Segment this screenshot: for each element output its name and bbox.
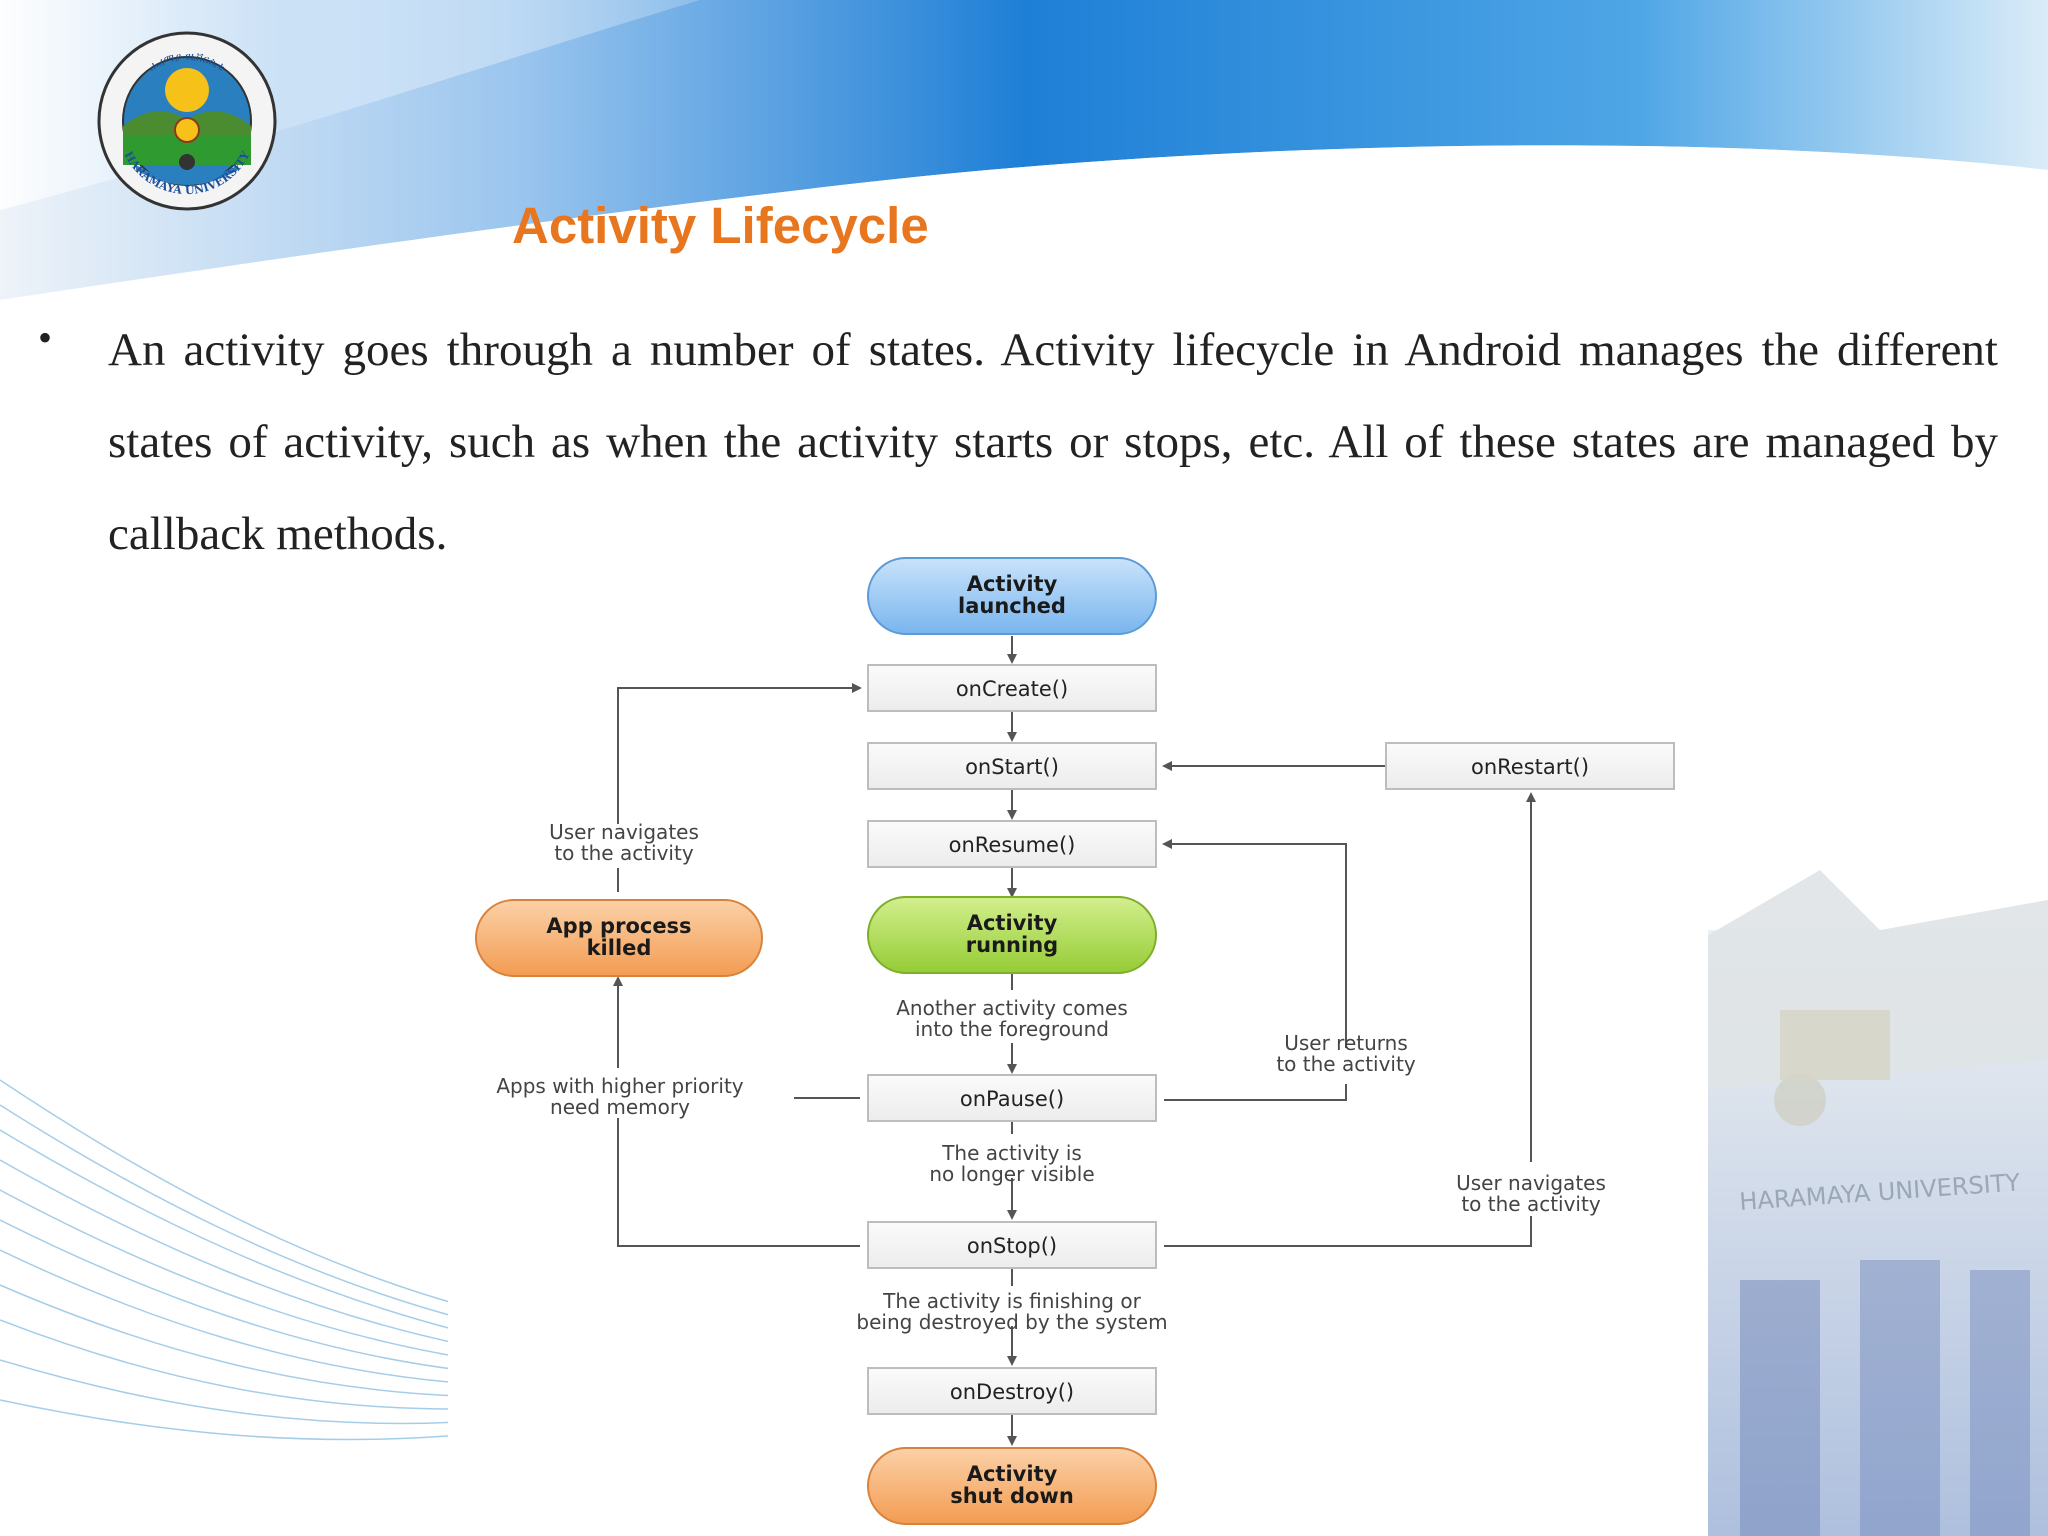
label-finishing: The activity is finishing or being destr… — [856, 1289, 1167, 1334]
label-another-activity: Another activity comes into the foregrou… — [896, 996, 1128, 1041]
bullet-marker: • — [38, 315, 53, 360]
method-label: onDestroy() — [950, 1380, 1074, 1404]
university-logo-icon: ሐረማያ ዩኒቨርሲቲ HARAMAYA UNIVERSITY — [97, 31, 277, 211]
pill-activity-running: Activity running — [867, 896, 1157, 974]
pill-activity-launched: Activity launched — [867, 557, 1157, 635]
label-no-longer-visible: The activity is no longer visible — [929, 1141, 1094, 1186]
box-oncreate: onCreate() — [867, 664, 1157, 712]
edge-label-line: being destroyed by the system — [856, 1310, 1167, 1334]
edge-label-line: no longer visible — [929, 1162, 1094, 1186]
method-label: onCreate() — [956, 677, 1068, 701]
pill-line: Activity — [967, 1462, 1058, 1486]
pill-line: Activity — [967, 572, 1058, 596]
edge-label-line: to the activity — [1461, 1192, 1601, 1216]
diagram-arrows — [613, 636, 1536, 1446]
method-label: onResume() — [949, 833, 1076, 857]
method-label: onPause() — [960, 1087, 1064, 1111]
slide-title: Activity Lifecycle — [512, 197, 929, 254]
lifecycle-diagram: Activity launched Activity running App p… — [448, 540, 1708, 1536]
box-onpause: onPause() — [867, 1074, 1157, 1122]
edge-label-line: need memory — [550, 1095, 690, 1119]
edge-label-line: User navigates — [549, 820, 699, 844]
pill-line: shut down — [950, 1484, 1074, 1508]
box-ondestroy: onDestroy() — [867, 1367, 1157, 1415]
edge-label-line: to the activity — [1276, 1052, 1416, 1076]
edge-label-line: to the activity — [554, 841, 694, 865]
pill-activity-shut-down: Activity shut down — [867, 1447, 1157, 1525]
edge-label-line: Apps with higher priority — [496, 1074, 743, 1098]
method-label: onStart() — [965, 755, 1059, 779]
bullet-text: An activity goes through a number of sta… — [108, 324, 1998, 560]
pill-line: running — [966, 933, 1058, 957]
box-onstart: onStart() — [867, 742, 1157, 790]
pill-line: App process — [546, 914, 691, 938]
box-onresume: onResume() — [867, 820, 1157, 868]
label-higher-priority: Apps with higher priority need memory — [496, 1074, 743, 1119]
box-onrestart: onRestart() — [1385, 742, 1675, 790]
building-background: HARAMAYA UNIVERSITY — [1700, 870, 2048, 1536]
edge-label-line: The activity is — [941, 1141, 1082, 1165]
label-user-navigates-left: User navigates to the activity — [549, 820, 699, 865]
box-onstop: onStop() — [867, 1221, 1157, 1269]
label-user-navigates-right: User navigates to the activity — [1456, 1171, 1606, 1216]
label-user-returns: User returns to the activity — [1276, 1031, 1416, 1076]
pill-app-process-killed: App process killed — [475, 899, 763, 977]
decorative-lines — [0, 1079, 460, 1441]
edge-label-line: Another activity comes — [896, 996, 1128, 1020]
edge-label-line: The activity is finishing or — [882, 1289, 1141, 1313]
method-label: onRestart() — [1471, 755, 1589, 779]
header-banner — [0, 0, 2048, 300]
pill-line: Activity — [967, 911, 1058, 935]
pill-line: launched — [958, 594, 1066, 618]
edge-label-line: User navigates — [1456, 1171, 1606, 1195]
method-label: onStop() — [967, 1234, 1057, 1258]
edge-label-line: into the foreground — [915, 1017, 1109, 1041]
edge-label-line: User returns — [1284, 1031, 1408, 1055]
pill-line: killed — [587, 936, 652, 960]
